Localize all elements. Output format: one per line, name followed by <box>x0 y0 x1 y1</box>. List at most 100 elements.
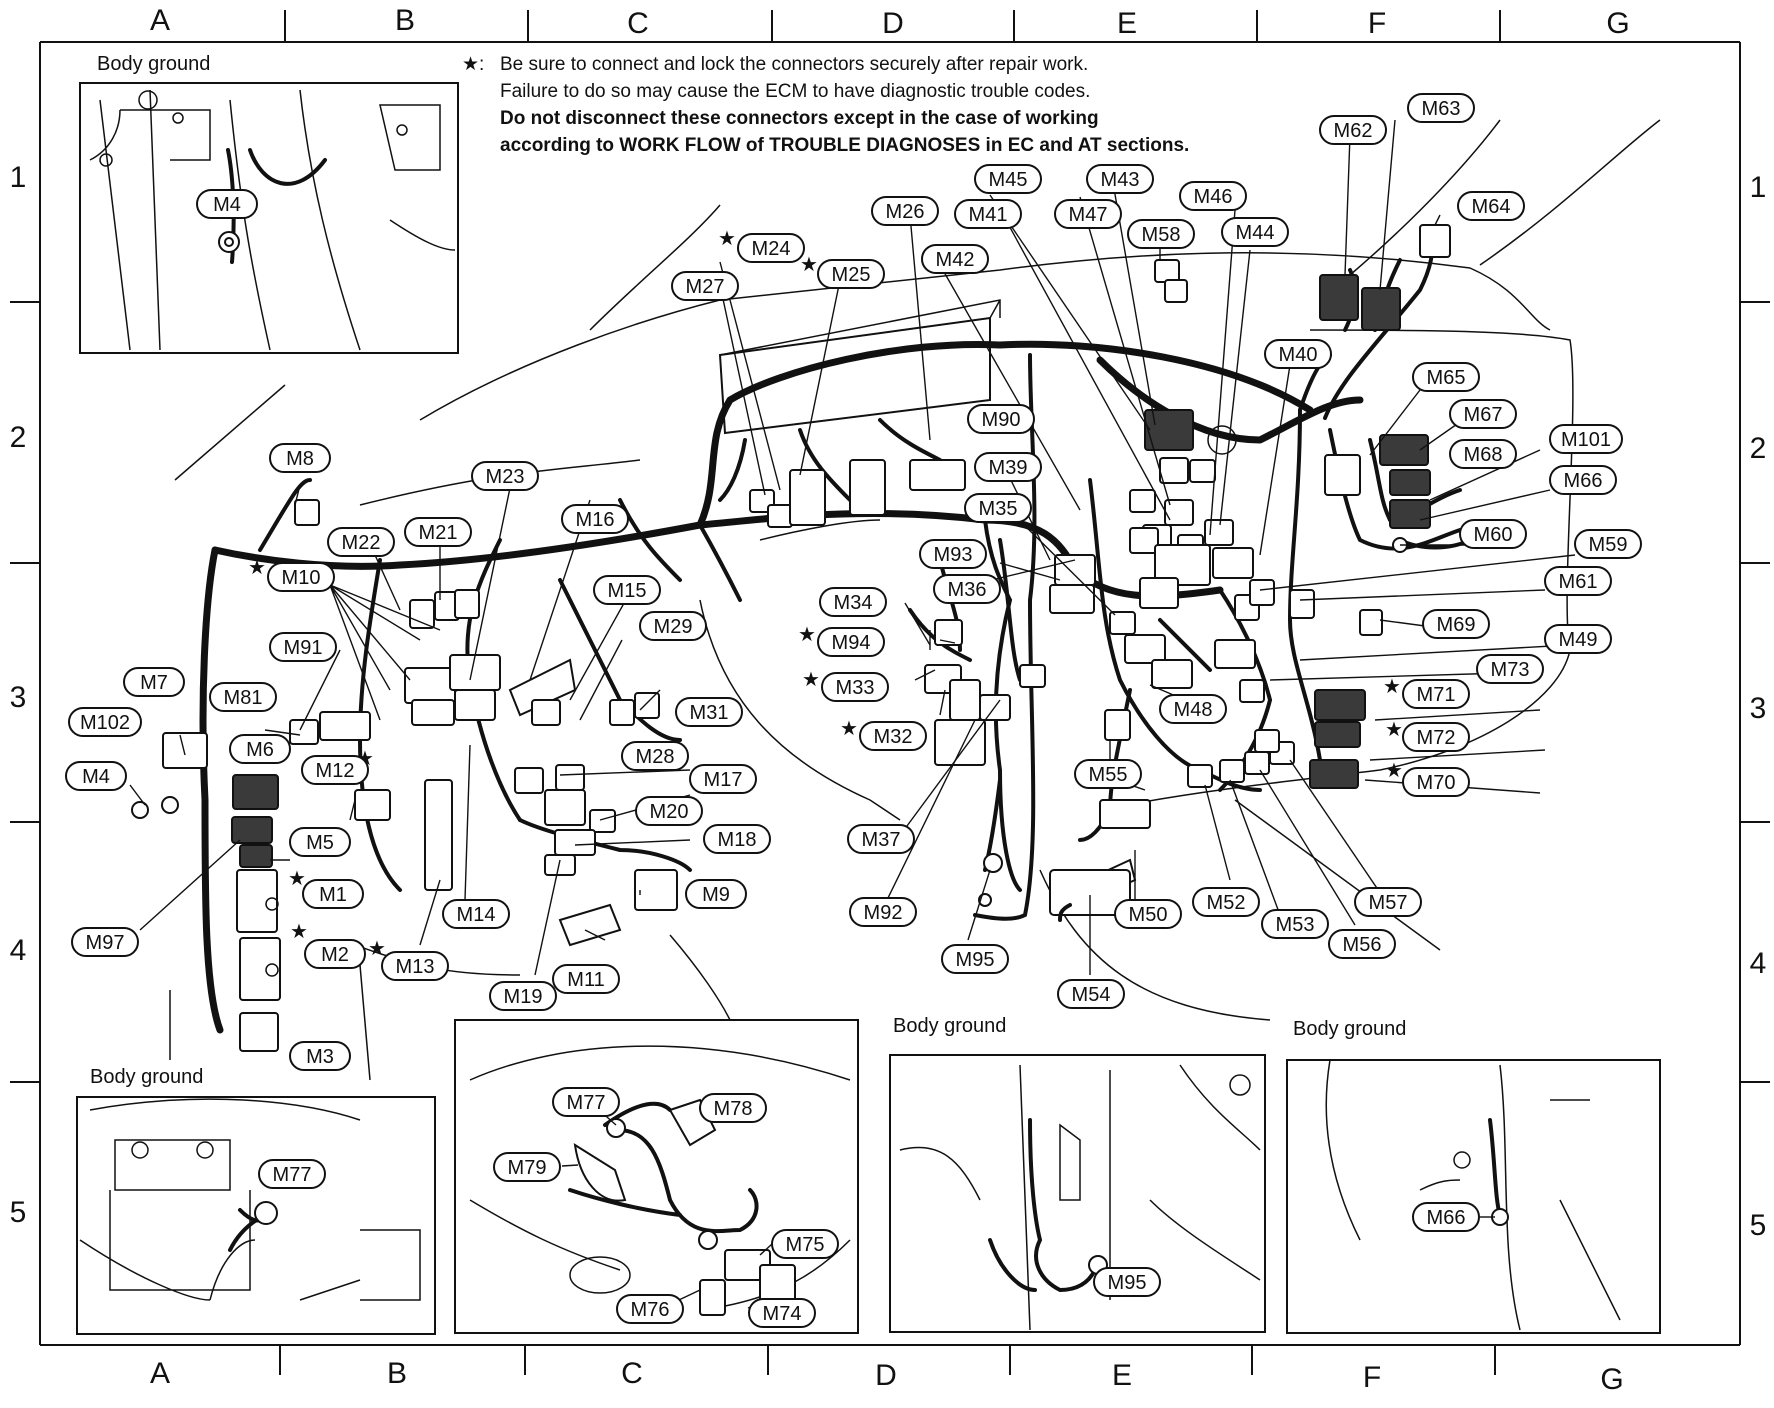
grid-col-f-bottom: F <box>1363 1361 1381 1394</box>
note-line-4: according to WORK FLOW of TROUBLE DIAGNO… <box>500 135 1189 156</box>
callout-m2-label: M2 <box>321 944 349 966</box>
callout-m75: M75 <box>771 1229 839 1259</box>
callout-m68-label: M68 <box>1464 444 1503 466</box>
callout-m95-inset: M95 <box>1093 1267 1161 1297</box>
callout-m49-label: M49 <box>1559 629 1598 651</box>
callout-m21: M21 <box>404 517 472 547</box>
callout-m27: M27 <box>671 271 739 301</box>
callout-m36: M36 <box>933 574 1001 604</box>
note-line-2: Failure to do so may cause the ECM to ha… <box>500 81 1090 102</box>
callout-m11-label: M11 <box>567 969 604 991</box>
callout-m58-label: M58 <box>1142 224 1181 246</box>
callout-m74: M74 <box>748 1298 816 1328</box>
callout-m35: M35 <box>964 493 1032 523</box>
callout-m58: M58 <box>1127 219 1195 249</box>
callout-m8-label: M8 <box>286 448 314 470</box>
callout-m31-label: M31 <box>690 702 729 724</box>
callout-m93: M93 <box>919 539 987 569</box>
callout-m46-label: M46 <box>1194 186 1233 208</box>
callout-m19: M19 <box>489 981 557 1011</box>
callout-m29: M29 <box>639 611 707 641</box>
callout-m52-label: M52 <box>1207 892 1246 914</box>
grid-row-3-left: 3 <box>10 681 27 714</box>
callout-m14-label: M14 <box>457 904 496 926</box>
callout-m63: M63 <box>1407 93 1475 123</box>
callout-m73: M73 <box>1476 654 1544 684</box>
callout-m65-label: M65 <box>1427 367 1466 389</box>
callout-m9-label: M9 <box>702 884 730 906</box>
callout-m18: M18 <box>703 824 771 854</box>
inset-bottom-mid-right: Body ground <box>889 1015 1266 1333</box>
callout-m81-label: M81 <box>224 687 263 709</box>
grid-col-c-bottom: C <box>621 1357 643 1390</box>
inset-bottom-right: Body ground <box>1286 1018 1661 1334</box>
callout-m77-bottom-center-label: M77 <box>567 1092 606 1114</box>
callout-m91-label: M91 <box>284 637 323 659</box>
note-line-1: Be sure to connect and lock the connecto… <box>500 54 1088 75</box>
callout-m41-label: M41 <box>969 204 1008 226</box>
callout-m47: M47 <box>1054 199 1122 229</box>
grid-row-1-left: 1 <box>10 161 27 194</box>
inset-top-left-title: Body ground <box>97 53 210 75</box>
callout-m79: M79 <box>493 1152 561 1182</box>
star-m72: ★ <box>1385 717 1403 741</box>
callout-m95-inset-label: M95 <box>1108 1272 1147 1294</box>
star-m13: ★ <box>368 936 386 960</box>
grid-col-d-bottom: D <box>875 1359 897 1392</box>
grid-col-c-top: C <box>627 7 649 40</box>
callout-m21-label: M21 <box>419 522 458 544</box>
callout-m11: M11 <box>552 964 620 994</box>
callout-m77-bottom-left-label: M77 <box>273 1164 312 1186</box>
callout-m57-label: M57 <box>1369 892 1408 914</box>
callout-m53: M53 <box>1261 909 1329 939</box>
callout-m97: M97 <box>71 927 139 957</box>
callout-m54-label: M54 <box>1072 984 1111 1006</box>
callout-m61: M61 <box>1544 566 1612 596</box>
inset-top-left: Body ground <box>79 53 459 354</box>
callout-m92-label: M92 <box>864 902 903 924</box>
callout-m90-label: M90 <box>982 409 1021 431</box>
callout-m14: M14 <box>442 899 510 929</box>
callout-m16: M16 <box>561 504 629 534</box>
callout-m17-label: M17 <box>704 769 743 791</box>
star-m24: ★ <box>718 226 736 250</box>
callout-m44: M44 <box>1221 217 1289 247</box>
grid-col-d-top: D <box>882 7 904 40</box>
note-star-symbol: ★: <box>462 54 484 75</box>
callout-m57: M57 <box>1354 887 1422 917</box>
callout-m26-label: M26 <box>886 201 925 223</box>
callout-m20: M20 <box>635 796 703 826</box>
callout-m75-label: M75 <box>786 1234 825 1256</box>
callout-m42-label: M42 <box>936 249 975 271</box>
callout-m32: M32 <box>859 721 927 751</box>
callout-m74-label: M74 <box>763 1303 802 1325</box>
callout-m81: M81 <box>209 682 277 712</box>
callout-m22: M22 <box>327 527 395 557</box>
connector-callouts: M4 M8 M10 M22 M21 M23 M16 M15 M29 M31 M2… <box>65 93 1642 1328</box>
note-line-3: Do not disconnect these connectors excep… <box>500 108 1099 129</box>
callout-m16-label: M16 <box>576 509 615 531</box>
callout-m102-label: M102 <box>80 712 130 734</box>
grid-col-g-bottom: G <box>1600 1363 1623 1396</box>
inset-bottom-right-title: Body ground <box>1293 1018 1406 1040</box>
callout-m4-inset-label: M4 <box>213 194 241 216</box>
star-m10: ★ <box>248 555 266 579</box>
grid-row-3-right: 3 <box>1750 692 1767 725</box>
callout-m13: M13 <box>381 951 449 981</box>
callout-m34: M34 <box>819 587 887 617</box>
grid-row-2-right: 2 <box>1750 432 1767 465</box>
grid-row-5-right: 5 <box>1750 1209 1767 1242</box>
callout-m37-label: M37 <box>862 829 901 851</box>
callout-m19-label: M19 <box>504 986 543 1008</box>
callout-m101-label: M101 <box>1561 429 1611 451</box>
callout-m59-label: M59 <box>1589 534 1628 556</box>
callout-m91: M91 <box>269 632 337 662</box>
callout-m67-label: M67 <box>1464 404 1503 426</box>
callout-m28-label: M28 <box>636 746 675 768</box>
star-m94: ★ <box>798 622 816 646</box>
callout-m66: M66 <box>1549 465 1617 495</box>
callout-m56-label: M56 <box>1343 934 1382 956</box>
callout-m43-label: M43 <box>1101 169 1140 191</box>
callout-m62-label: M62 <box>1334 120 1373 142</box>
